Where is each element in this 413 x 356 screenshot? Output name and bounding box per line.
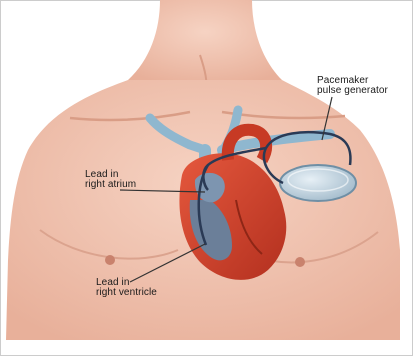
left-nipple (105, 255, 115, 265)
right-ventricle-label-line-2: right ventricle (96, 288, 157, 298)
right-atrium-label-line-2: right atrium (85, 180, 136, 190)
pulse-generator-label: Pacemaker pulse generator (317, 76, 388, 96)
pulse-generator-device (280, 165, 356, 201)
right-atrium-lead-label: Lead in right atrium (85, 170, 136, 190)
right-ventricle-lead-label: Lead in right ventricle (96, 278, 157, 298)
pulse-generator-label-line-2: pulse generator (317, 86, 388, 96)
right-nipple (295, 257, 305, 267)
